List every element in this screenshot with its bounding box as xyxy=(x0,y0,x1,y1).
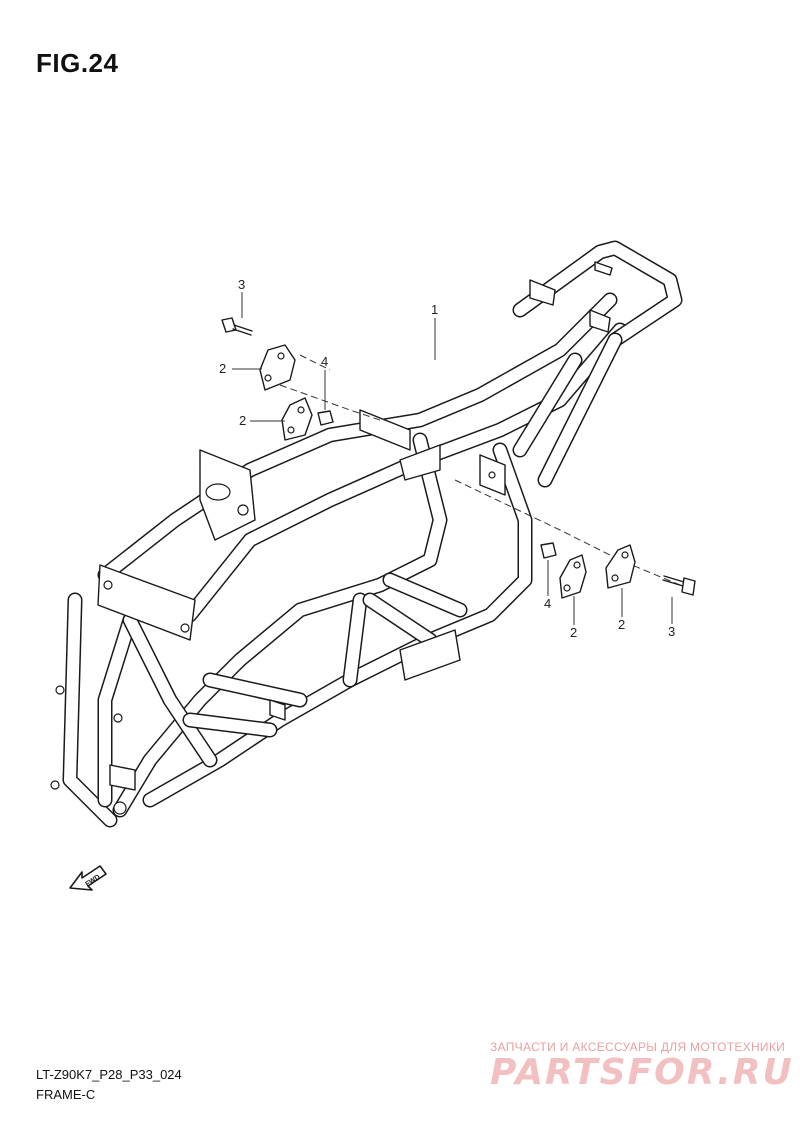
section-name: FRAME-C xyxy=(36,1087,96,1102)
callout-leaders xyxy=(232,292,673,625)
callout-bracket-right-b: 2 xyxy=(618,617,625,632)
watermark-logo: PARTSFOR.RU xyxy=(490,1052,794,1093)
fwd-arrow-icon: FWD xyxy=(69,865,107,891)
model-code: LT-Z90K7_P28_P33_024 xyxy=(36,1067,182,1082)
callout-bolt-right: 3 xyxy=(668,624,675,639)
callout-bracket-lower-left: 2 xyxy=(239,413,246,428)
callout-frame: 1 xyxy=(431,302,438,317)
bracket-lower-left xyxy=(281,397,313,441)
watermark-tagline: ЗАПЧАСТИ И АКСЕССУАРЫ ДЛЯ МОТОТЕХНИКИ xyxy=(490,1040,786,1054)
figure-title: FIG.24 xyxy=(36,48,119,78)
nut-left xyxy=(317,410,334,426)
bracket-right-b xyxy=(605,544,636,589)
bracket-upper-left xyxy=(259,344,296,391)
nut-right xyxy=(540,542,557,559)
bolt-left xyxy=(221,317,253,336)
bolt-right xyxy=(662,575,696,596)
callout-bracket-upper-left: 2 xyxy=(219,361,226,376)
callout-nut-right: 4 xyxy=(544,596,551,611)
main-frame xyxy=(50,240,683,828)
callout-bolt-left: 3 xyxy=(238,277,245,292)
callout-nut-left: 4 xyxy=(321,354,328,369)
bracket-right-a xyxy=(559,554,587,599)
assembly-guide-lines xyxy=(279,354,681,586)
callout-bracket-right-a: 2 xyxy=(570,625,577,640)
